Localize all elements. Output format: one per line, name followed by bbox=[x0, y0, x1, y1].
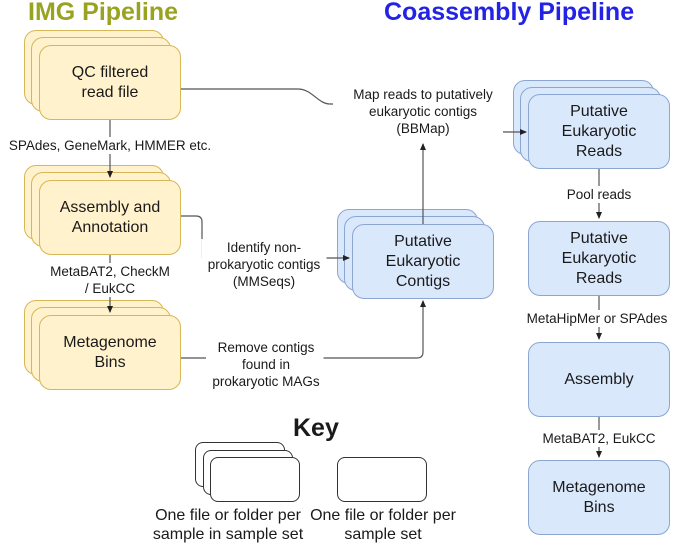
node-label: Metagenome Bins bbox=[63, 333, 157, 371]
node-coassembly-metagenome-bins[interactable]: Metagenome Bins bbox=[528, 460, 670, 535]
node-putative-eukaryotic-contigs[interactable]: Putative Eukaryotic Contigs bbox=[352, 224, 494, 299]
node-putative-eukaryotic-reads-pooled[interactable]: Putative Eukaryotic Reads bbox=[528, 221, 670, 296]
key-stacked-box bbox=[210, 457, 300, 502]
node-assembly[interactable]: Assembly bbox=[528, 342, 670, 417]
node-qc-filtered-read-file[interactable]: QC filtered read file bbox=[39, 45, 181, 120]
edge-label-metabat-eukcc: MetaBAT2, EukCC bbox=[542, 430, 656, 447]
edge-label-metabat-checkm: MetaBAT2, CheckM / EukCC bbox=[50, 263, 170, 297]
edge-label-metahipmer: MetaHipMer or SPAdes bbox=[526, 310, 668, 327]
node-assembly-and-annotation[interactable]: Assembly and Annotation bbox=[39, 180, 181, 255]
key-single-box bbox=[337, 457, 427, 502]
edge-label-identify-non-prokaryotic: Identify non-prokaryotic contigs (MMSeqs… bbox=[201, 239, 327, 290]
img-pipeline-title: IMG Pipeline bbox=[28, 0, 179, 26]
edge-bins-to-contigs bbox=[181, 301, 423, 359]
key-title: Key bbox=[293, 414, 339, 442]
node-label: Metagenome Bins bbox=[552, 478, 646, 516]
edge-label-map-reads: Map reads to putatively eukaryotic conti… bbox=[343, 86, 503, 137]
node-label: Assembly bbox=[564, 370, 634, 388]
key-label-per-sample: One file or folder per sample in sample … bbox=[148, 506, 308, 544]
node-img-metagenome-bins[interactable]: Metagenome Bins bbox=[39, 315, 181, 390]
edge-label-remove-contigs: Remove contigs found in prokaryotic MAGs bbox=[208, 339, 324, 390]
node-label: Putative Eukaryotic Reads bbox=[561, 229, 637, 287]
node-label: QC filtered read file bbox=[71, 63, 149, 101]
node-putative-eukaryotic-reads-per-sample[interactable]: Putative Eukaryotic Reads bbox=[528, 94, 670, 169]
node-label: Assembly and Annotation bbox=[59, 198, 161, 236]
node-label: Putative Eukaryotic Reads bbox=[561, 102, 637, 160]
edge-label-pool-reads: Pool reads bbox=[566, 186, 632, 203]
key-label-per-sample-set: One file or folder per sample set bbox=[308, 506, 458, 544]
coassembly-pipeline-title: Coassembly Pipeline bbox=[384, 0, 635, 26]
edge-label-spades: SPAdes, GeneMark, HMMER etc. bbox=[8, 137, 212, 154]
node-label: Putative Eukaryotic Contigs bbox=[385, 232, 461, 290]
